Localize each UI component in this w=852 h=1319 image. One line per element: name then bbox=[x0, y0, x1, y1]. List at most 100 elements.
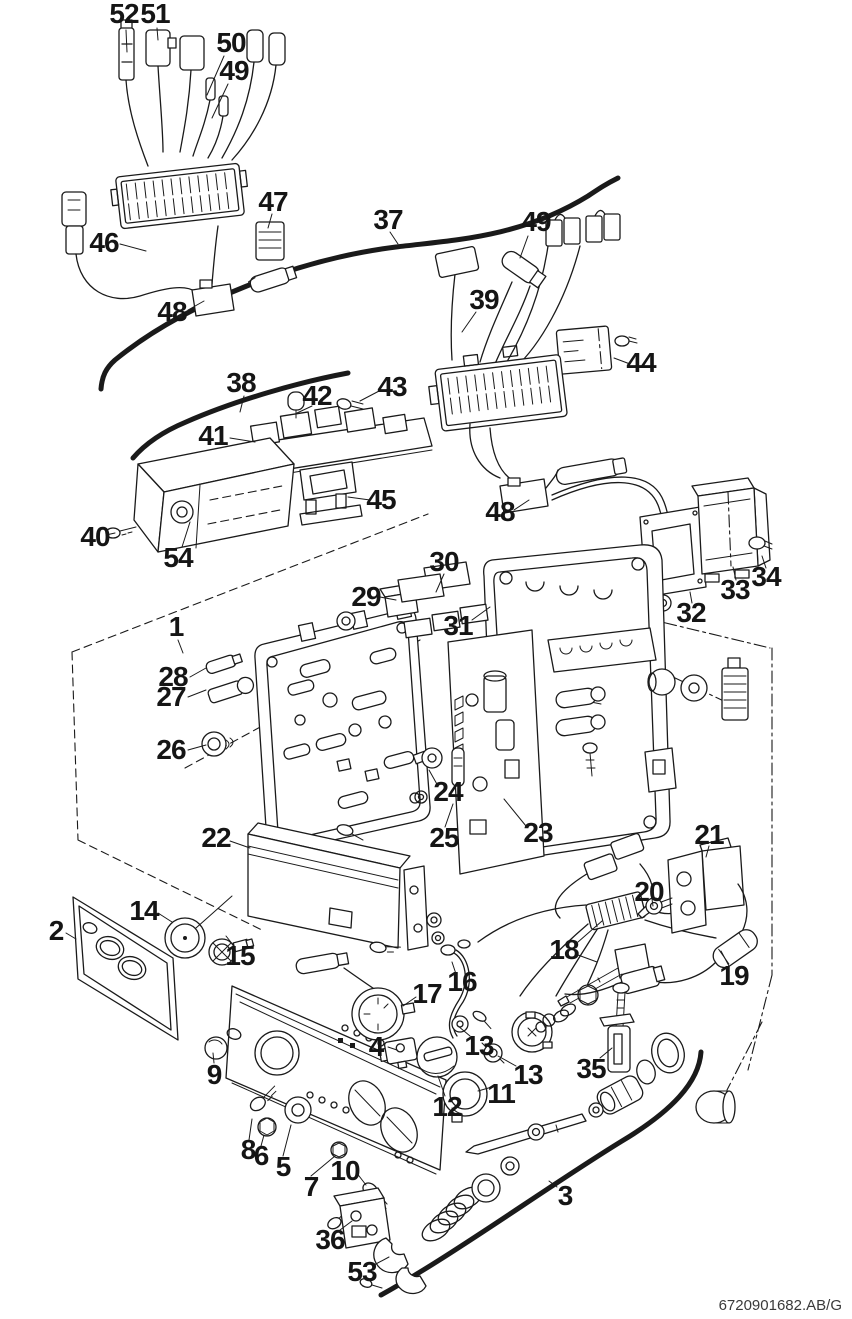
front-housing-22 bbox=[247, 822, 445, 1005]
callout-51: 51 bbox=[140, 0, 170, 29]
callout-38: 38 bbox=[226, 367, 256, 398]
grommet-20 bbox=[645, 897, 663, 915]
callout-4: 4 bbox=[368, 1031, 385, 1062]
callout-41: 41 bbox=[198, 420, 228, 451]
callout-21: 21 bbox=[694, 819, 724, 850]
callout-46: 46 bbox=[89, 227, 119, 258]
case-bracket bbox=[644, 747, 677, 793]
callout-29: 29 bbox=[351, 581, 381, 612]
callout-15: 15 bbox=[225, 940, 255, 971]
callout-48: 48 bbox=[157, 296, 187, 327]
screw-44 bbox=[614, 335, 638, 347]
connector-52 bbox=[118, 19, 135, 81]
callout-43: 43 bbox=[377, 371, 407, 402]
callout-11: 11 bbox=[487, 1078, 516, 1109]
callout-31: 31 bbox=[443, 610, 473, 641]
callout-47: 47 bbox=[258, 186, 288, 217]
callout-35: 35 bbox=[576, 1053, 606, 1084]
callout-1: 1 bbox=[168, 611, 185, 642]
cluster-assembly bbox=[201, 544, 749, 875]
tube-35 bbox=[599, 1013, 635, 1073]
fuse-box-upper bbox=[110, 162, 248, 230]
washer-13b bbox=[481, 1042, 505, 1064]
spring bbox=[421, 1186, 483, 1242]
bracket-36 bbox=[327, 1187, 391, 1249]
callout-32: 32 bbox=[676, 597, 706, 628]
callout-49: 49 bbox=[521, 206, 551, 237]
cap-9 bbox=[204, 1036, 228, 1060]
callout-13: 13 bbox=[464, 1030, 494, 1061]
callout-22: 22 bbox=[201, 822, 231, 853]
callout-2: 2 bbox=[48, 915, 65, 946]
lock-barrel bbox=[596, 1075, 644, 1115]
cap-knob bbox=[695, 1090, 736, 1124]
connector-plug bbox=[434, 246, 480, 278]
bulb-socket-27 bbox=[207, 676, 255, 704]
ecu-box-54 bbox=[133, 437, 295, 553]
callout-16: 16 bbox=[447, 966, 477, 997]
leader-lines bbox=[65, 27, 767, 1266]
blank-panel-2 bbox=[72, 896, 179, 1041]
cluster-back-cover bbox=[254, 600, 431, 854]
callout-42: 42 bbox=[302, 380, 332, 411]
bulb-26 bbox=[201, 731, 234, 757]
screw-40 bbox=[105, 526, 137, 539]
multi-pin-connector bbox=[585, 891, 647, 931]
gauge-17 bbox=[351, 987, 416, 1041]
switch-11 bbox=[442, 1071, 488, 1123]
switch-4 bbox=[378, 1037, 418, 1070]
construction-lines bbox=[71, 513, 773, 1091]
ecu-assembly bbox=[105, 391, 433, 553]
callout-13: 13 bbox=[513, 1059, 543, 1090]
fuse-box-middle bbox=[428, 344, 568, 432]
callout-27: 27 bbox=[156, 681, 186, 712]
bulb-28 bbox=[205, 653, 243, 675]
callout-23: 23 bbox=[523, 817, 553, 848]
lock-rod bbox=[465, 1102, 604, 1155]
bracket-53 bbox=[359, 1237, 427, 1295]
screws-43 bbox=[336, 398, 364, 410]
callout-26: 26 bbox=[156, 734, 186, 765]
callout-34: 34 bbox=[751, 561, 781, 592]
knob-5 bbox=[284, 1096, 312, 1124]
relay-44 bbox=[555, 325, 613, 375]
callout-45: 45 bbox=[366, 484, 396, 515]
trimmer-24 bbox=[412, 747, 443, 804]
callout-54: 54 bbox=[163, 542, 193, 573]
sleeve-terminal bbox=[246, 29, 264, 63]
sleeve-terminal bbox=[268, 32, 286, 66]
callout-52: 52 bbox=[109, 0, 139, 29]
lamp-carrier-23 bbox=[547, 627, 657, 777]
callout-48: 48 bbox=[485, 496, 515, 527]
callout-7: 7 bbox=[303, 1171, 320, 1202]
callout-25: 25 bbox=[429, 822, 459, 853]
callout-30: 30 bbox=[429, 546, 459, 577]
callout-18: 18 bbox=[549, 934, 579, 965]
cluster-pcb bbox=[447, 629, 545, 875]
bullet-terminal-49 bbox=[218, 95, 229, 117]
switch-21 bbox=[637, 837, 745, 934]
callout-19: 19 bbox=[719, 960, 749, 991]
case-knobs bbox=[647, 657, 749, 721]
washer-13a bbox=[451, 1010, 492, 1033]
callout-50: 50 bbox=[216, 27, 246, 58]
connector-plug bbox=[179, 35, 205, 71]
callout-17: 17 bbox=[412, 978, 442, 1009]
gauge-14 bbox=[164, 895, 233, 959]
relay-48-upper bbox=[191, 225, 259, 317]
callout-20: 20 bbox=[634, 876, 664, 907]
callout-53: 53 bbox=[347, 1256, 377, 1287]
nut-7 bbox=[330, 1141, 348, 1159]
wire-loop bbox=[551, 476, 721, 561]
screw-34 bbox=[748, 536, 773, 550]
screw-8 bbox=[249, 1085, 277, 1112]
callout-10: 10 bbox=[330, 1155, 360, 1186]
connector-46 bbox=[61, 191, 197, 300]
bullet-connector-49b bbox=[501, 250, 547, 289]
nut-6 bbox=[257, 1117, 277, 1137]
bolt-vertical bbox=[612, 982, 630, 1029]
callout-24: 24 bbox=[433, 776, 463, 807]
callout-3: 3 bbox=[557, 1180, 574, 1211]
